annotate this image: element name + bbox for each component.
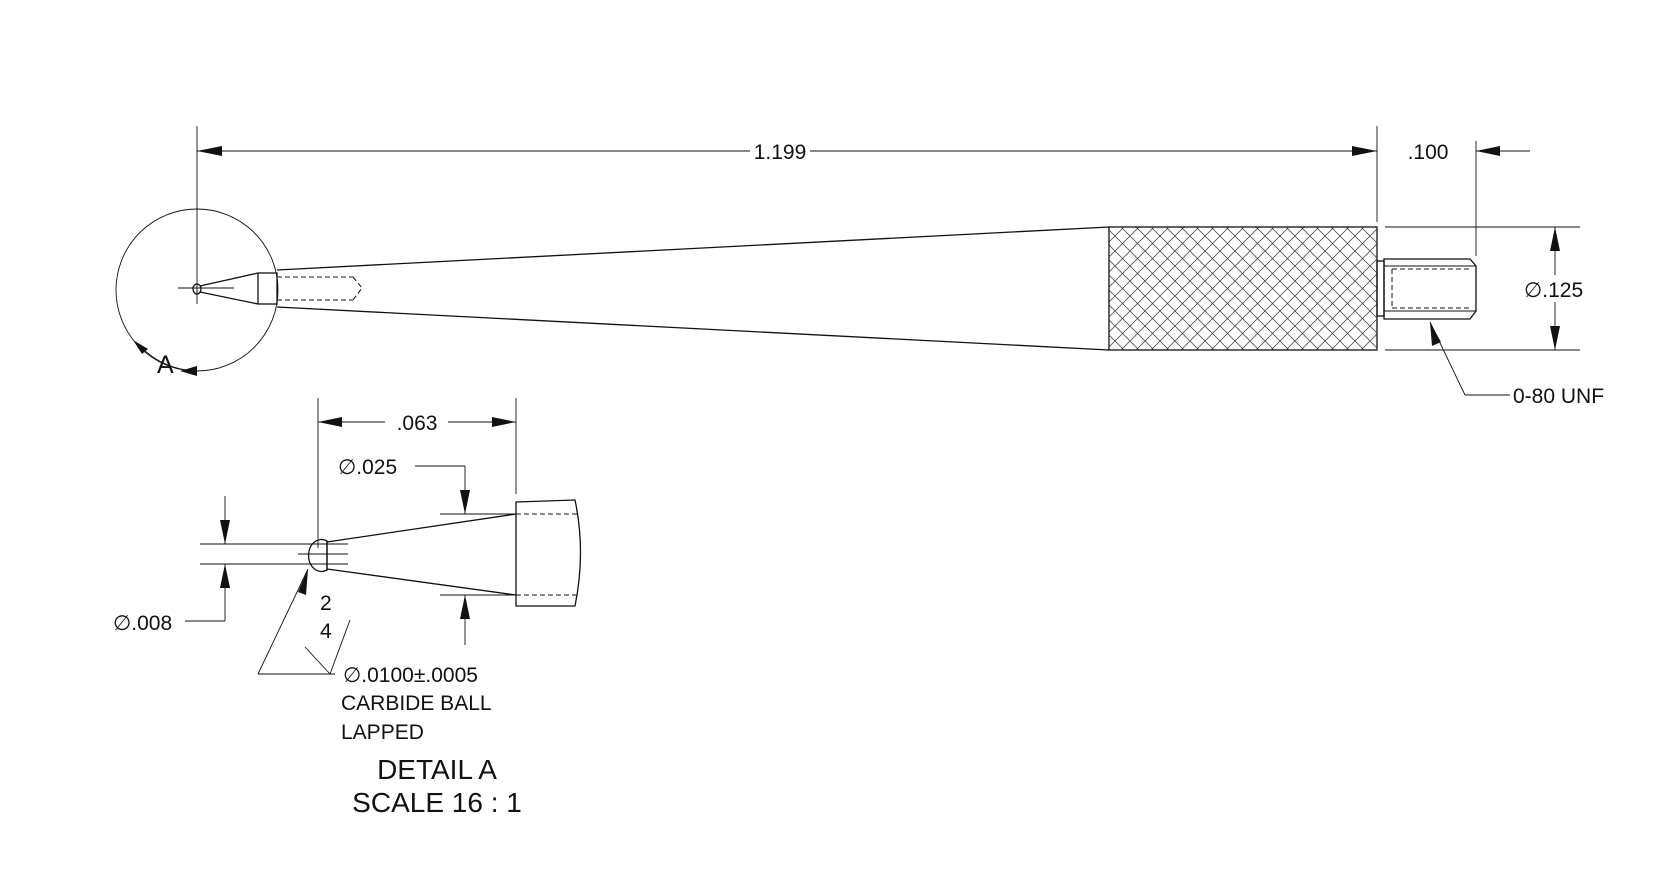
knurl-line [1109,304,1155,350]
ball-tip [192,283,202,295]
knurl-pattern [1109,227,1529,350]
knurl-line [1210,227,1335,350]
detail-taper-top [326,513,517,543]
knurl-line [1345,227,1377,259]
knurl-line [1109,227,1140,258]
detail-dim-arrow-right [492,417,516,427]
knurl-line [1150,227,1275,350]
knurl-line [1109,227,1170,288]
detail-title: DETAIL A [377,754,497,785]
detail-angle-bottom: 4 [320,620,332,643]
knurl-line [1225,227,1350,350]
detail-angle-top: 2 [320,592,332,615]
dim-overall-length: 1.199 [754,141,807,164]
knurl-line [1391,227,1514,350]
leader-thread-arrow [1430,322,1441,346]
dim-arrow-dia-bottom [1550,326,1560,350]
knurl-line [1180,227,1305,350]
knurl-line [1120,227,1245,350]
knurl-line [1240,227,1365,350]
knurl-line [1300,273,1377,350]
knurled-grip [1108,226,1378,351]
thread-callout: 0-80 UNF [1513,385,1604,408]
dim-arrow-overall-left [197,146,222,156]
knurl-line [1270,243,1377,350]
dim-body-diameter: ∅.125 [1524,279,1583,302]
knurl-line [1109,227,1110,228]
knurl-line [1406,227,1529,350]
knurl-line [1109,319,1140,350]
detail-stem-diameter: ∅.008 [113,612,172,635]
detail-dim-arrow-left [318,417,342,427]
knurl-line [1330,227,1377,274]
knurl-line [1375,227,1377,229]
taper-top-edge [276,226,1110,271]
dim-arrow-thread [1476,146,1500,156]
detail-angle-leg-b [329,619,351,675]
detail-arrow-bottom [180,366,197,376]
knurl-line [1391,227,1514,350]
detail-arrow-left [133,340,148,354]
detail-taper-bottom [326,568,517,596]
tip-top-edge [199,272,259,287]
detail-dia-arrow-top [460,490,470,514]
knurl-line [1109,227,1230,348]
detail-ball-spec: ∅.0100±.0005 [343,664,478,687]
dim-arrow-overall-right [1352,146,1377,156]
tip-bottom-edge [199,291,259,305]
detail-ball [307,538,328,573]
tip-collar [257,272,278,305]
knurl-line [1285,258,1377,350]
detail-scale: SCALE 16 : 1 [352,787,522,818]
knurl-line [1315,288,1377,350]
knurl-line [1165,227,1290,350]
knurl-line [1109,349,1110,350]
taper-bottom-edge [276,306,1110,351]
detail-stem-arrow-bottom [220,564,230,588]
detail-dia-arrow-bottom [460,595,470,619]
knurl-line [1135,227,1260,350]
knurl-line [1109,289,1170,350]
knurl-line [1109,227,1215,333]
thread-relief [1376,260,1385,317]
knurl-line [1195,227,1320,350]
knurl-line [1109,227,1185,303]
knurl-line [1330,303,1377,350]
detail-collar [515,499,582,607]
detail-ball-material: CARBIDE BALL [341,692,492,715]
knurl-line [1360,227,1377,244]
detail-angle-leg-a [304,646,331,675]
threaded-stud [1383,258,1477,320]
knurl-line [1109,227,1125,243]
detail-ball-leader [257,568,309,675]
dim-arrow-dia-top [1550,227,1560,251]
detail-ball-finish: LAPPED [341,721,424,744]
detail-marker-label: A [157,351,174,379]
main-view: A 1.199 [115,126,1604,408]
knurl-line [1255,228,1377,350]
detail-stem-arrow-top [220,520,230,544]
detail-tip-length: .063 [397,412,438,435]
knurl-line [1315,227,1377,289]
detail-view: .063 ∅.025 ∅.008 2 4 ∅.0100±.0005 CARBID… [113,398,582,818]
detail-ball-leader-arrow [298,569,308,595]
knurl-line [1406,227,1529,350]
knurl-line [1345,318,1377,350]
dim-thread-length: .100 [1408,141,1449,164]
knurl-line [1360,333,1377,350]
detail-tip-diameter: ∅.025 [338,456,397,479]
knurl-line [1375,348,1377,350]
dim-text-mask [750,138,810,164]
hidden-bore-point [352,276,363,301]
knurl-line [1109,334,1125,350]
knurl-line [1109,227,1200,318]
knurl-line [1109,227,1155,273]
